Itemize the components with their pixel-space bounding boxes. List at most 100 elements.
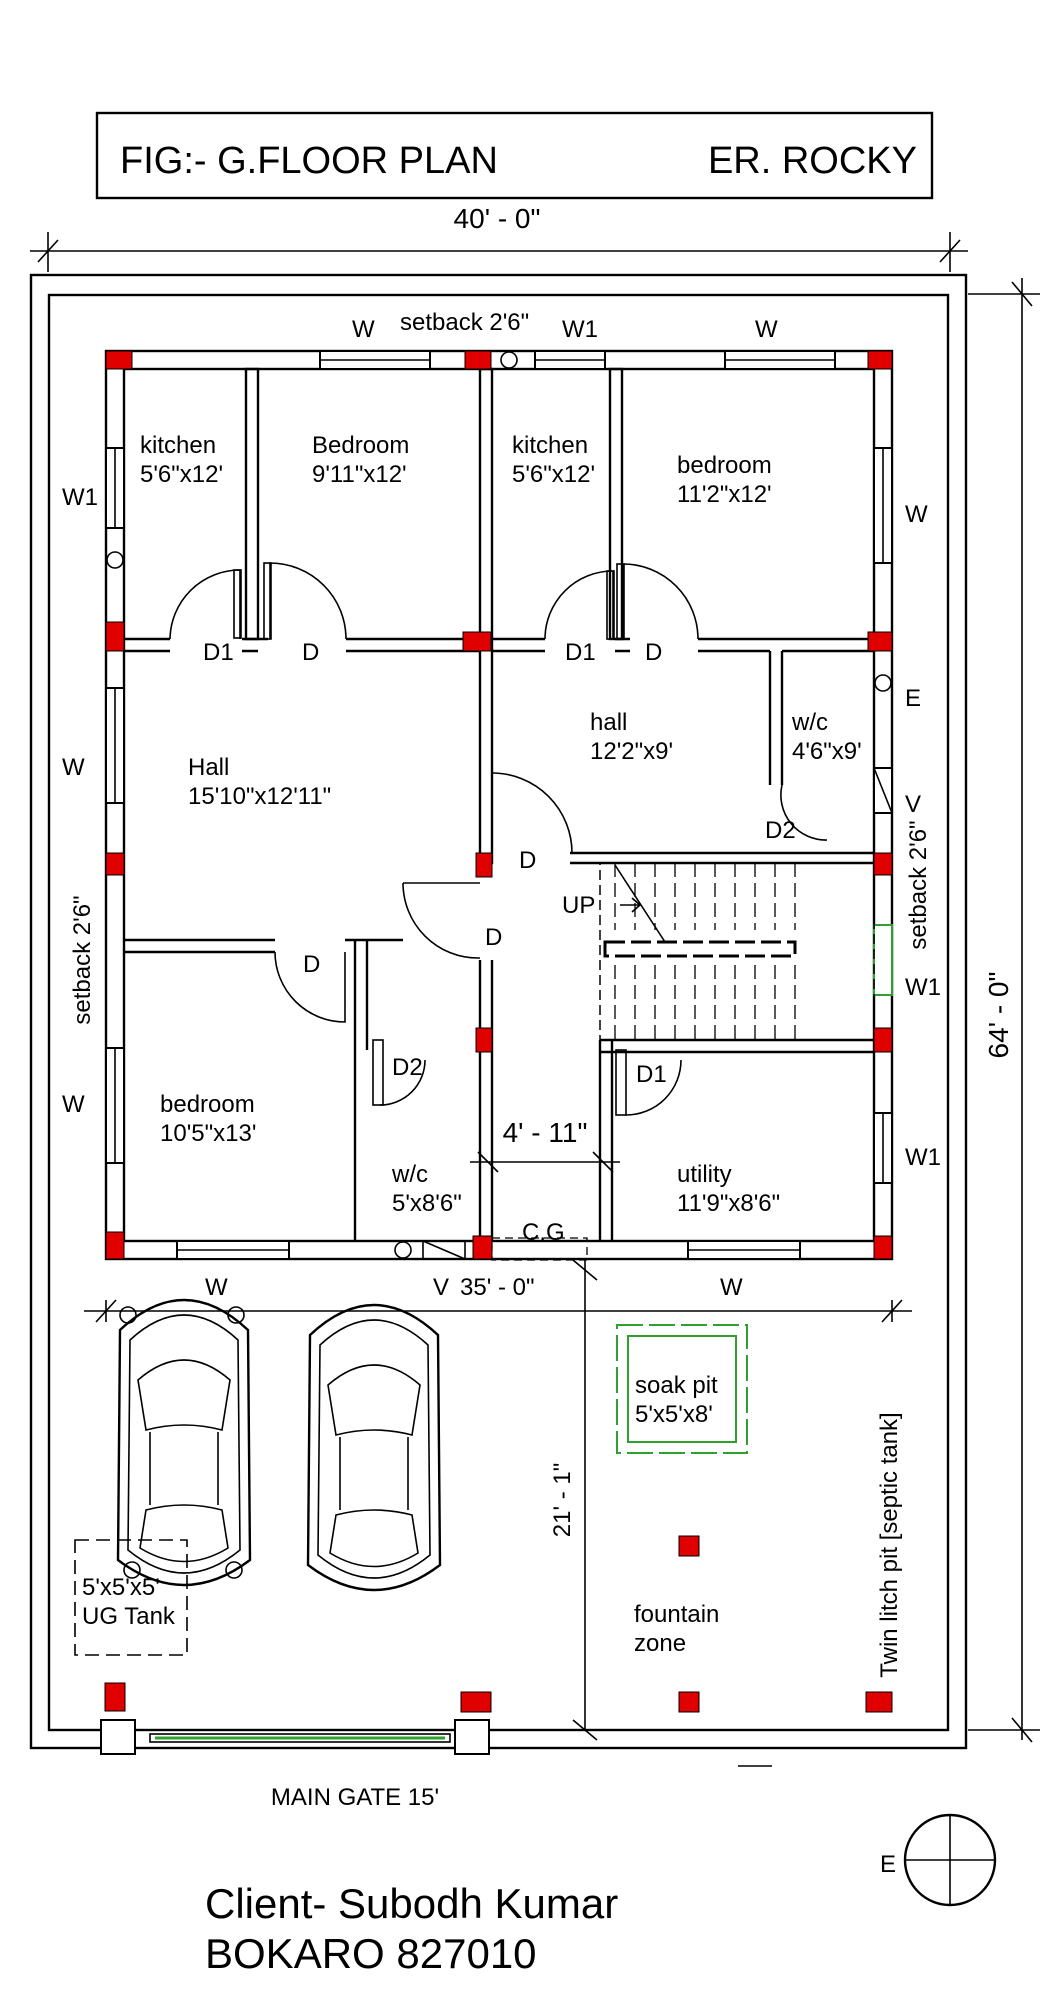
door-label: D2 [392, 1054, 423, 1081]
ventilator-label: V [433, 1274, 449, 1301]
door-swing-d1-right [544, 570, 614, 640]
title-block: FIG:- G.FLOOR PLAN ER. ROCKY [95, 111, 934, 200]
door-label: D [302, 639, 319, 666]
column [873, 1027, 893, 1053]
room-size-hall: 12'2"x9' [590, 738, 673, 765]
door-label: D1 [636, 1061, 667, 1088]
window-label: W [755, 316, 778, 343]
depth-dimension-label: 64' - 0" [983, 972, 1014, 1059]
fountain-label-1: fountain [634, 1601, 719, 1628]
window-label: W [62, 754, 85, 781]
door-label: D [485, 924, 502, 951]
fixtures [106, 351, 892, 1261]
pipe-circle [874, 674, 892, 692]
ug-tank-size: 5'x5'x5' [82, 1574, 160, 1601]
columns [104, 350, 893, 1713]
room-size-bedroom: 10'5"x13' [160, 1120, 256, 1147]
door-swing-d1-utility [625, 1059, 682, 1116]
site-boundary [29, 273, 968, 1750]
setback-left-label: setback 2'6" [69, 895, 96, 1024]
soak-pit [616, 1324, 748, 1454]
inner-dimension-label: 4' - 11" [503, 1117, 588, 1148]
door-swing-hall-d [491, 772, 573, 854]
title-frame [95, 111, 934, 200]
room-size-wc: 4'6"x9' [792, 738, 862, 765]
fountain-label-2: zone [634, 1630, 686, 1657]
soak-pit-size: 5'x5'x8' [635, 1401, 713, 1428]
room-size-hall: 15'10"x12'11" [188, 783, 331, 810]
door-label: D [645, 639, 662, 666]
room-name-kitchen: kitchen [140, 432, 216, 459]
parking-dimension-label: 21' - 1" [549, 1463, 576, 1537]
column [867, 631, 893, 652]
staircase [599, 862, 875, 1041]
column [865, 1691, 893, 1713]
column [104, 1682, 126, 1712]
setback-right-label: setback 2'6" [905, 820, 932, 949]
door-swing-d2-wc-top [780, 784, 828, 841]
client-name: Client- Subodh Kumar [205, 1880, 618, 1927]
labels: setback 2'6" setback 2'6" setback 2'6" W… [62, 309, 941, 1878]
room-name-hall: hall [590, 709, 627, 736]
window-label: W [352, 316, 375, 343]
door-label: D [519, 847, 536, 874]
door-swing-d2-wc [379, 1059, 426, 1106]
room-name-bedroom: bedroom [160, 1091, 255, 1118]
column [460, 1691, 492, 1713]
septic-tank-label: Twin litch pit [septic tank] [876, 1412, 903, 1677]
door-swing-d1-left [169, 569, 241, 640]
column [678, 1691, 700, 1713]
room-size-kitchen: 5'6"x12' [140, 461, 223, 488]
window-label: W [720, 1274, 743, 1301]
ventilator-label: V [905, 791, 921, 818]
room-size-utility: 11'9"x8'6" [677, 1190, 780, 1217]
column [472, 1235, 493, 1260]
ug-tank-name: UG Tank [82, 1603, 176, 1630]
room-name-hall: Hall [188, 754, 229, 781]
column [464, 350, 492, 370]
room-name-wc: w/c [391, 1161, 428, 1188]
front-dimension-label: 35' - 0" [460, 1274, 534, 1301]
room-name-wc: w/c [791, 709, 828, 736]
column [462, 631, 492, 652]
room-size-wc: 5'x8'6" [392, 1190, 462, 1217]
door-label: D1 [565, 639, 596, 666]
car-right [306, 1303, 442, 1592]
window-label: W1 [562, 316, 598, 343]
room-size-bedroom: 9'11"x12' [312, 461, 407, 488]
door-swing-d-left [269, 562, 347, 640]
room-name-utility: utility [677, 1161, 732, 1188]
door-swing-hall-d-lower [402, 882, 480, 959]
author-name: ER. ROCKY [708, 140, 917, 182]
compass-label: E [880, 1851, 896, 1878]
figure-title: FIG:- G.FLOOR PLAN [120, 140, 498, 182]
pipe-circle [500, 351, 518, 369]
cg-outline [491, 1237, 588, 1261]
window-label: W1 [905, 974, 941, 1001]
column [105, 852, 125, 876]
room-name-kitchen: kitchen [512, 432, 588, 459]
main-gate [100, 1719, 772, 1767]
door-swing-d-bedroom [274, 951, 346, 1023]
door-label: D2 [765, 817, 796, 844]
window-label: W [205, 1274, 228, 1301]
cg-label: C.G [522, 1219, 565, 1246]
column [475, 1027, 493, 1053]
door-label: D1 [203, 639, 234, 666]
pipe-circle [106, 551, 124, 569]
room-size-bedroom: 11'2"x12' [677, 481, 772, 508]
main-gate-label: MAIN GATE 15' [271, 1784, 439, 1811]
ug-tank-outline [74, 1539, 188, 1656]
car-left [116, 1298, 252, 1587]
column [873, 852, 893, 876]
depth-dimension: 64' - 0" [968, 278, 1040, 1743]
column [678, 1535, 700, 1557]
ventilator [422, 1240, 466, 1260]
column [105, 1231, 125, 1260]
soak-pit-name: soak pit [635, 1372, 718, 1399]
electric-label: E [905, 685, 921, 712]
width-dimension-label: 40' - 0" [454, 203, 541, 234]
column [105, 621, 125, 652]
window-label: W [62, 1091, 85, 1118]
